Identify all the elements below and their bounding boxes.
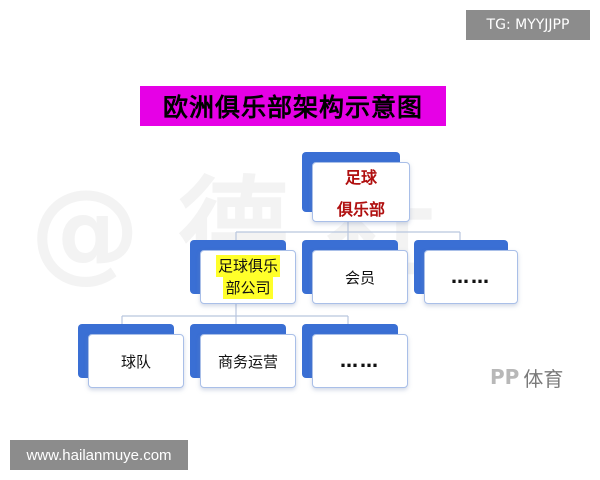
node-box: 商务运营 xyxy=(200,334,296,388)
node-label: …… xyxy=(451,266,491,288)
pp-sports-logo: PP 体育 xyxy=(490,364,590,391)
node-label: …… xyxy=(340,350,380,372)
node-more-level3: …… xyxy=(302,324,408,388)
node-box: …… xyxy=(312,334,408,388)
node-commercial-operations: 商务运营 xyxy=(190,324,296,388)
node-label-line2: 俱乐部 xyxy=(336,200,385,219)
pp-logo-mark: PP xyxy=(490,365,520,389)
node-label: 商务运营 xyxy=(217,352,278,371)
tg-badge: TG: MYYJJPP xyxy=(466,10,590,40)
node-football-club: 足球 俱乐部 xyxy=(302,152,410,222)
node-box: 足球 俱乐部 xyxy=(312,162,410,222)
node-box: …… xyxy=(424,250,518,304)
node-box: 会员 xyxy=(312,250,408,304)
node-label-line1: 足球俱乐 xyxy=(215,254,280,277)
node-box: 球队 xyxy=(88,334,184,388)
node-team: 球队 xyxy=(78,324,184,388)
node-label: 球队 xyxy=(120,352,151,371)
node-more-level2: …… xyxy=(414,240,518,304)
node-members: 会员 xyxy=(302,240,408,304)
node-label: 会员 xyxy=(344,268,375,287)
pp-logo-text: 体育 xyxy=(523,366,564,391)
node-label-line2: 部公司 xyxy=(223,277,273,300)
node-box: 足球俱乐 部公司 xyxy=(200,250,296,304)
diagram-title: 欧洲俱乐部架构示意图 xyxy=(140,86,446,126)
site-url-badge: www.hailanmuye.com xyxy=(10,440,188,470)
node-label-line1: 足球 xyxy=(344,168,377,187)
node-club-company: 足球俱乐 部公司 xyxy=(190,240,296,304)
